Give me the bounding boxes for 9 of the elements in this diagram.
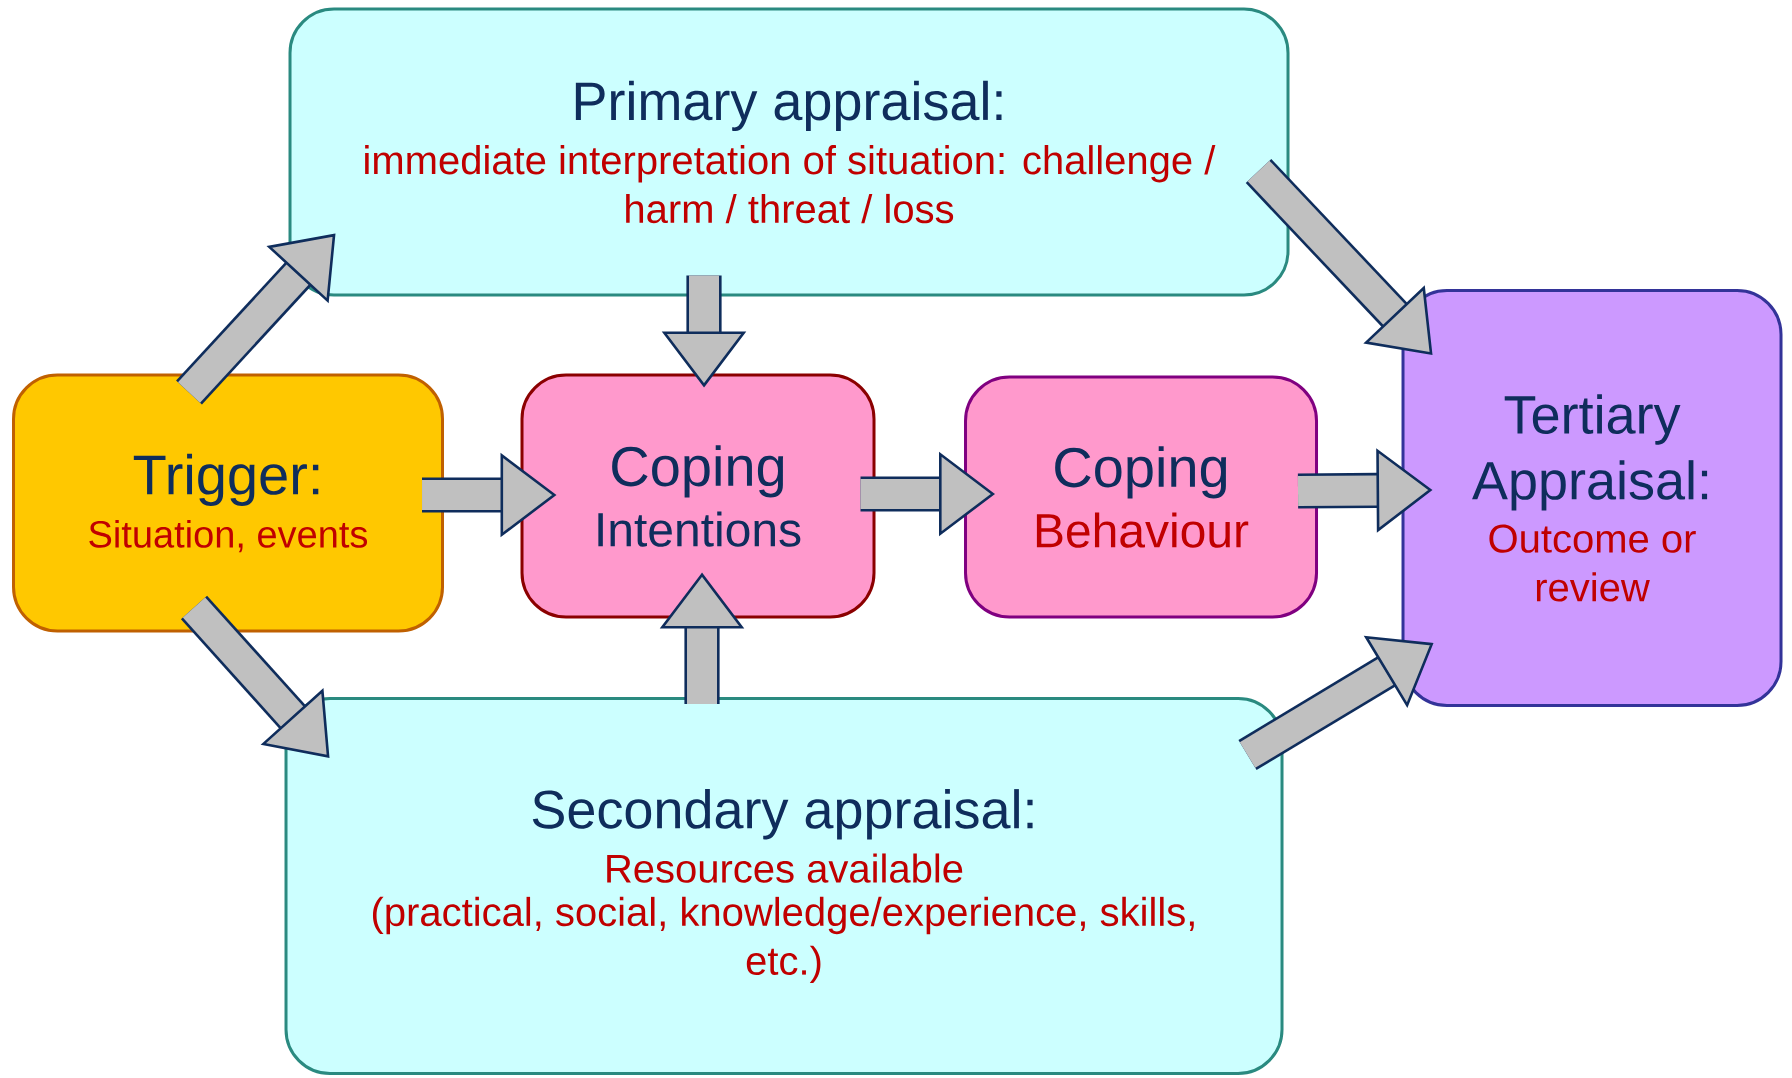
coping-box: Coping Behaviour: [964, 375, 1318, 619]
appraisal-box: Tertiary Appraisal: Outcome or review: [1401, 289, 1783, 707]
trigger-box: Trigger: Situation, events: [12, 373, 444, 633]
appraisal-box: Primary appraisal: immediate interpretation of situation: challenge / harm / threat / loss: [288, 7, 1290, 297]
block-arrow: [1245, 158, 1433, 355]
appraisal-box: Secondary appraisal: Resources available (practical, social, knowledge/experience, skills, etc.): [284, 697, 1284, 1075]
block-arrow: [176, 233, 336, 405]
coping-box: Coping Intentions: [520, 373, 876, 619]
block-arrow: [180, 595, 330, 758]
